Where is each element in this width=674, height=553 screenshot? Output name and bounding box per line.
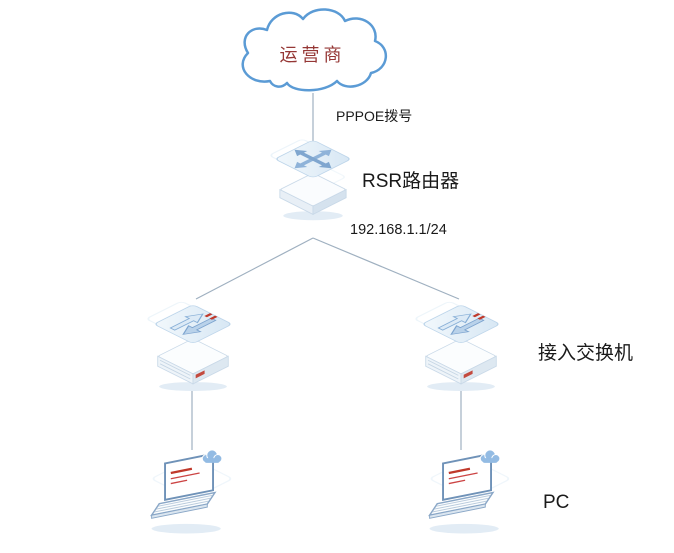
isp-cloud-label: 运营商 <box>279 45 346 65</box>
isp-cloud-node: 运营商 <box>230 3 395 98</box>
switch-icon <box>412 292 510 392</box>
laptop-icon <box>420 446 516 547</box>
router-icon <box>268 132 358 222</box>
switch-icon <box>144 292 242 392</box>
link-router-switch-left <box>195 237 314 300</box>
link-router-switch-right <box>312 237 460 300</box>
access-switch-right-node <box>412 292 510 397</box>
pc-right-node <box>420 446 516 552</box>
pc-left-node <box>142 446 238 552</box>
cloud-icon <box>241 8 387 92</box>
pppoe-link-label: PPPOE拨号 <box>336 108 413 124</box>
router-node <box>268 132 358 227</box>
pc-group-label: PC <box>543 492 570 513</box>
access-switch-label: 接入交换机 <box>538 343 634 364</box>
router-ip-label: 192.168.1.1/24 <box>350 222 447 238</box>
access-switch-left-node <box>144 292 242 397</box>
router-label: RSR路由器 <box>362 171 460 192</box>
laptop-icon <box>142 446 238 547</box>
